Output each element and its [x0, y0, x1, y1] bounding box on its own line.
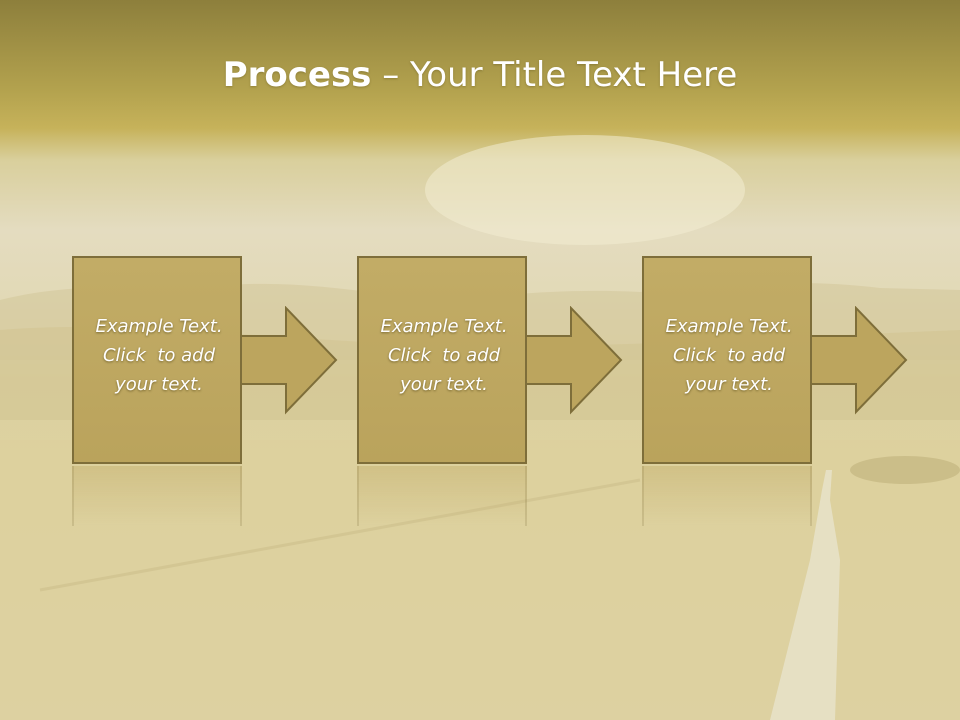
step-box[interactable]: Example Text. Click to add your text. — [357, 256, 527, 464]
step-reflection — [357, 466, 527, 526]
step-text-line: Click to add — [387, 345, 500, 366]
step-text-line: Example Text. — [665, 316, 793, 337]
step-text[interactable]: Example Text. Click to add your text. — [644, 312, 814, 399]
step-text-line: Click to add — [102, 345, 215, 366]
title-bold: Process — [222, 55, 372, 95]
step-text-line: Click to add — [672, 345, 785, 366]
right-arrow-icon — [525, 306, 623, 415]
slide-title[interactable]: Process – Your Title Text Here — [0, 52, 960, 98]
step-reflection — [642, 466, 812, 526]
step-text[interactable]: Example Text. Click to add your text. — [359, 312, 529, 399]
step-reflection — [72, 466, 242, 526]
right-arrow-icon — [240, 306, 338, 415]
right-arrow-icon — [810, 306, 908, 415]
title-rest: – Your Title Text Here — [371, 55, 738, 95]
step-text-line: your text. — [115, 374, 203, 395]
step-text-line: your text. — [685, 374, 773, 395]
step-text[interactable]: Example Text. Click to add your text. — [74, 312, 244, 399]
step-box[interactable]: Example Text. Click to add your text. — [72, 256, 242, 464]
step-text-line: Example Text. — [380, 316, 508, 337]
step-text-line: Example Text. — [95, 316, 223, 337]
step-box[interactable]: Example Text. Click to add your text. — [642, 256, 812, 464]
step-text-line: your text. — [400, 374, 488, 395]
